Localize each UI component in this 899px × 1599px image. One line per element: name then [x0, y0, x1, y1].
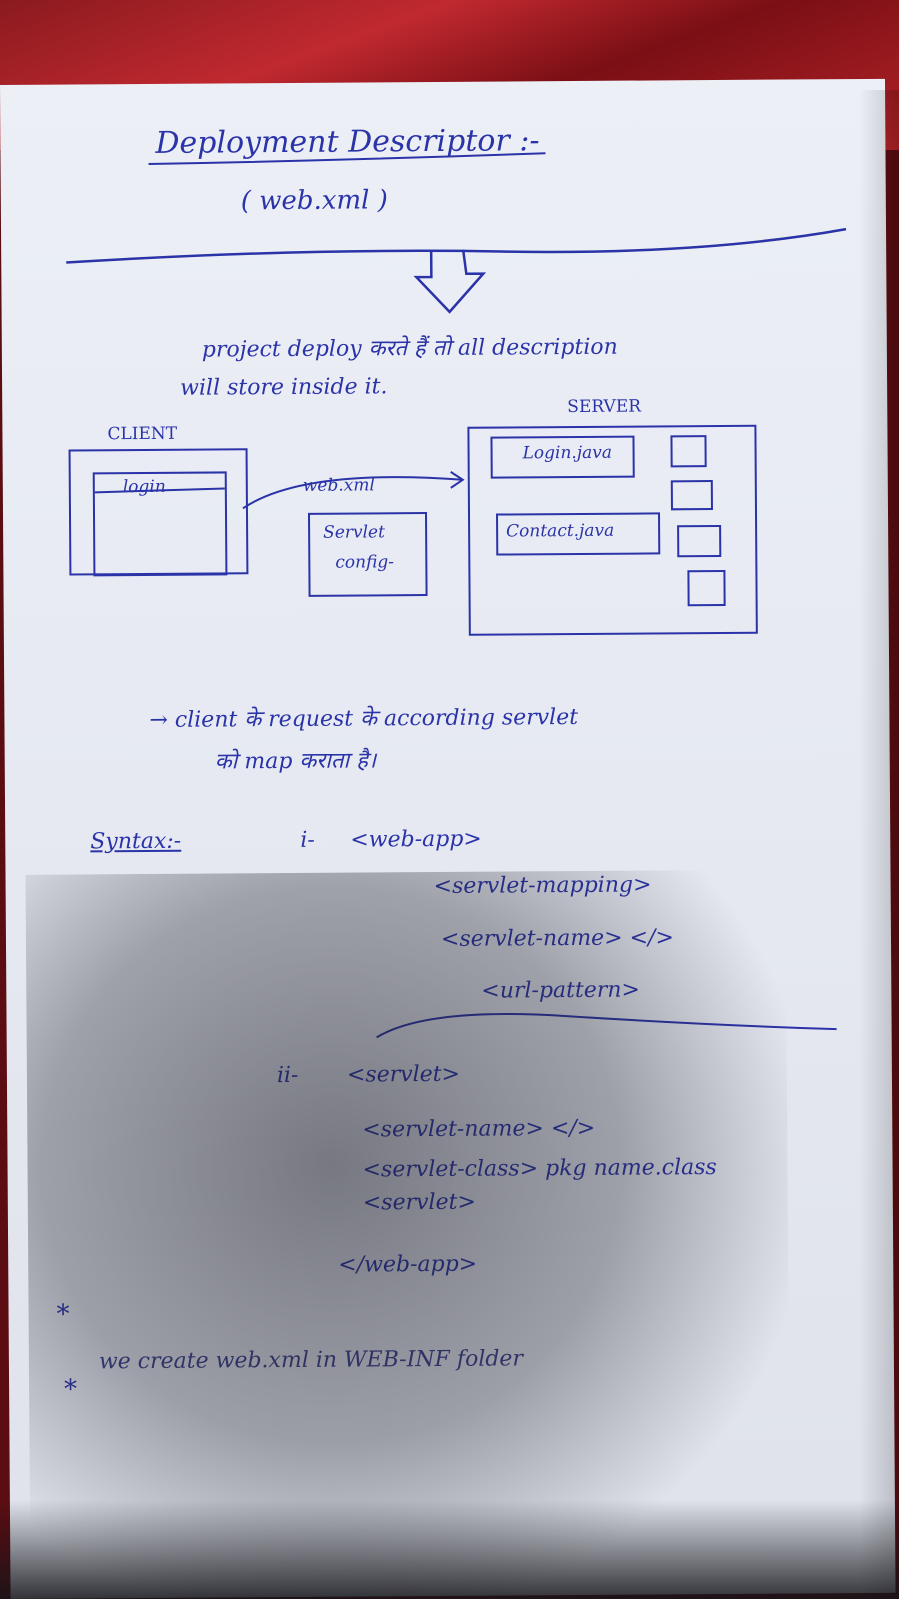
notebook-page: Deployment Descriptor :- ( web.xml ) pro…: [0, 78, 896, 1599]
title-underline: [148, 152, 546, 165]
down-arrow-icon: [413, 249, 487, 314]
login-tab-line: [94, 487, 225, 494]
pen-strokes: [66, 152, 847, 1039]
syntax-divider-wavy-line: [376, 1013, 837, 1039]
bottom-shadow: [0, 1500, 899, 1599]
arrowhead-icon: [450, 471, 465, 489]
separator-wavy-line: [66, 227, 847, 264]
page-edge-shading: [859, 90, 899, 1599]
client-to-server-arrow: [242, 476, 463, 510]
